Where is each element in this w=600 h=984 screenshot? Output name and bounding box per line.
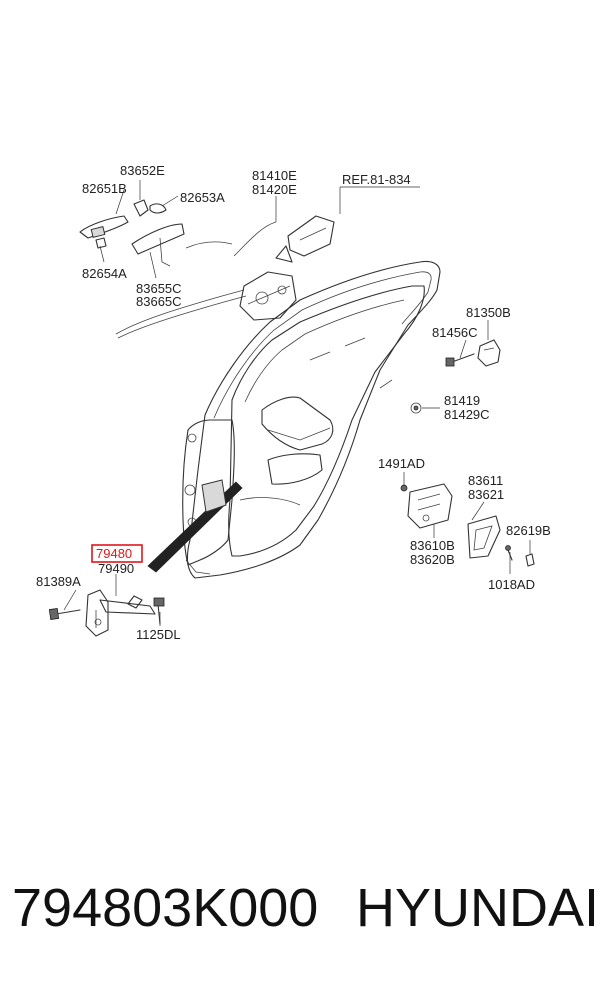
label-82654A: 82654A (82, 266, 127, 281)
part-number-caption: 794803K000 (12, 878, 319, 938)
label-82619B: 82619B (506, 523, 551, 538)
label-81419: 81419 (444, 393, 480, 408)
label-81350B: 81350B (466, 305, 511, 320)
part-labels: 83652E 82651B 82653A 82654A 83655C 83665… (36, 163, 551, 642)
parts-diagram: 83652E 82651B 82653A 82654A 83655C 83665… (36, 163, 551, 642)
label-83655C: 83655C (136, 281, 182, 296)
label-81389A: 81389A (36, 574, 81, 589)
label-81429C: 81429C (444, 407, 490, 422)
label-83665C: 83665C (136, 294, 182, 309)
label-1491AD: 1491AD (378, 456, 425, 471)
brand-caption: HYUNDAI (356, 878, 600, 938)
label-81410E: 81410E (252, 168, 297, 183)
label-81420E: 81420E (252, 182, 297, 197)
label-83621: 83621 (468, 487, 504, 502)
label-ref-81-834: REF.81-834 (342, 172, 411, 187)
label-83611: 83611 (468, 473, 503, 488)
label-81456C: 81456C (432, 325, 478, 340)
leader-lines (63, 180, 531, 626)
label-83620B: 83620B (410, 552, 455, 567)
striker-parts (400, 339, 501, 492)
label-1018AD: 1018AD (488, 577, 535, 592)
label-82653A: 82653A (180, 190, 225, 205)
highlight-box-79480 (91, 544, 143, 563)
door-latch (239, 215, 335, 321)
outside-handle-group (79, 199, 277, 339)
label-83610B: 83610B (410, 538, 455, 553)
label-83652E: 83652E (120, 163, 165, 178)
label-1125DL: 1125DL (136, 627, 181, 642)
label-79490: 79490 (98, 561, 134, 576)
door-checker-assembly (48, 479, 243, 637)
rear-door-panel (182, 260, 441, 579)
label-79480: 79480 (96, 546, 132, 561)
inside-handle-group (407, 483, 535, 567)
label-82651B: 82651B (82, 181, 127, 196)
